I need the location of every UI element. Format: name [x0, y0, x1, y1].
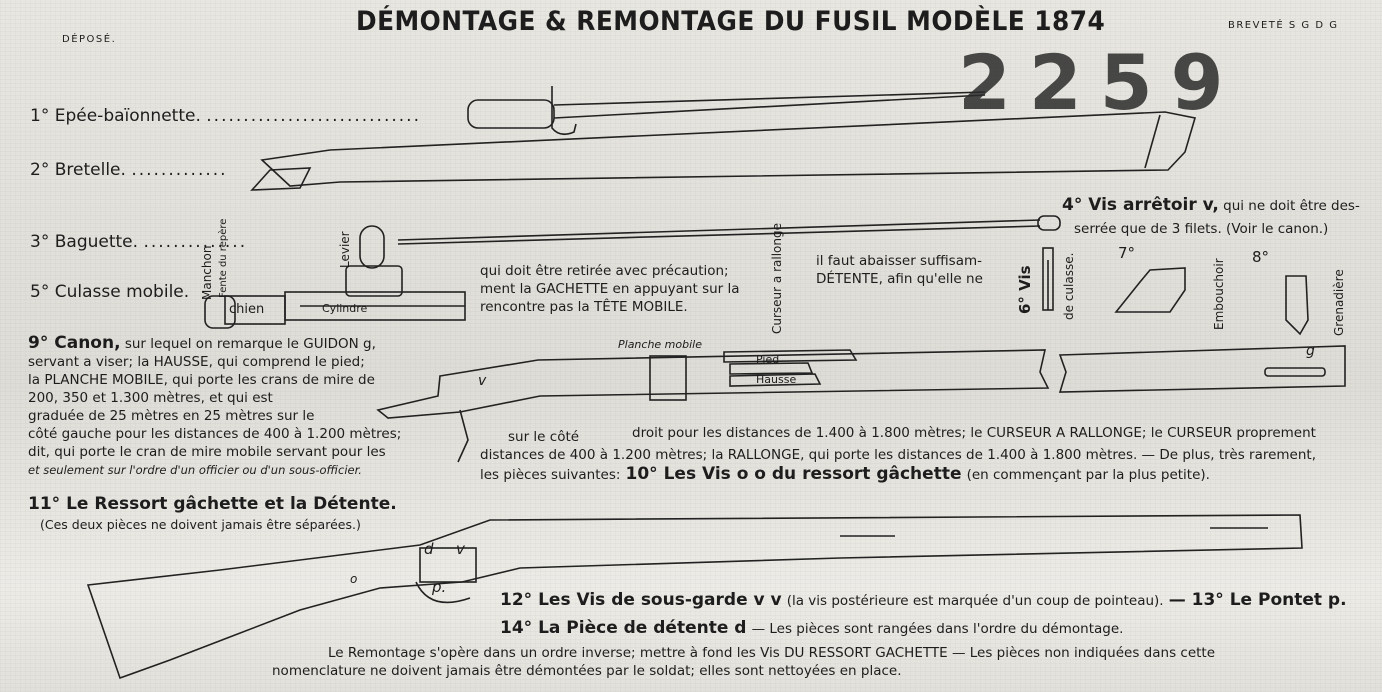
item-5-num: 5° — [30, 282, 50, 302]
item-10: les pièces suivantes: 10° Les Vis o o du… — [480, 464, 1210, 484]
middle-l2: distances de 400 à 1.200 mètres; la RALL… — [480, 447, 1316, 463]
item-5-label: Culasse mobile. — [54, 282, 190, 302]
item-12-label: 12° Les Vis de sous-garde v v — [500, 590, 782, 610]
item-13-label: — 13° Le Pontet p. — [1168, 590, 1347, 610]
item-2: 2° Bretelle. ............. — [30, 160, 228, 180]
item-11-label: 11° Le Ressort gâchette et la Détente. — [28, 494, 397, 514]
culasse-note-l3: rencontre pas la TÊTE MOBILE. — [480, 299, 688, 315]
stock-drawing — [86, 514, 1303, 680]
middle-l1b: droit pour les distances de 1.400 à 1.80… — [632, 425, 1316, 441]
brevete-label: BREVETÉ S G D G — [1228, 20, 1339, 31]
item-5: 5° Culasse mobile. — [30, 282, 189, 302]
culasse-note-l2: ment la GACHETTE en appuyant sur la — [480, 281, 740, 297]
item-7-label: 7° — [1118, 244, 1136, 262]
item-10-suffix: (en commençant par la plus petite). — [966, 467, 1210, 483]
stamp-number: 2259 — [958, 38, 1242, 127]
item-9-l5: graduée de 25 mètres en 25 mètres sur le — [28, 408, 315, 424]
label-pied: Pied — [756, 353, 780, 366]
label-d: d — [424, 540, 434, 558]
item-14-label: 14° La Pièce de détente d — [500, 618, 747, 638]
barrel-drawing — [376, 345, 1346, 463]
remontage-l1: Le Remontage s'opère dans un ordre inver… — [328, 645, 1216, 661]
label-chien: chien — [229, 302, 265, 317]
label-levier: Levier — [338, 231, 352, 268]
label-embouchoir: Embouchoir — [1212, 258, 1226, 330]
detente-note: il faut abaisser suffisam- DÉTENTE, afin… — [816, 252, 983, 288]
item-4-label: 4° Vis arrêtoir v, — [1062, 195, 1219, 215]
label-g: g — [1306, 343, 1315, 359]
item-2-label: Bretelle. — [54, 160, 126, 180]
item-4: 4° Vis arrêtoir v, qui ne doit être des- — [1062, 196, 1360, 215]
item-9-l7: dit, qui porte le cran de mire mobile se… — [28, 444, 386, 460]
sling-drawing — [250, 111, 1197, 191]
item-14-text: — Les pièces sont rangées dans l'ordre d… — [751, 621, 1124, 637]
item-4-text: qui ne doit être des- — [1223, 198, 1360, 214]
item-1-num: 1° — [30, 106, 50, 126]
item-9-l4: 200, 350 et 1.300 mètres, et qui est — [28, 390, 273, 406]
item-3-label: Baguette. — [54, 232, 139, 252]
item-3-num: 3° — [30, 232, 50, 252]
item-11-sub: (Ces deux pièces ne doivent jamais être … — [40, 517, 361, 532]
item-9-l2: servant a viser; la HAUSSE, qui comprend… — [28, 354, 365, 370]
item-12-text: (la vis postérieure est marquée d'un cou… — [786, 593, 1164, 609]
item-9: 9° Canon, sur lequel on remarque le GUID… — [28, 334, 401, 479]
detente-note-l2: DÉTENTE, afin qu'elle ne — [816, 271, 983, 287]
item-6-sub: de culasse. — [1062, 252, 1076, 320]
culasse-note-l1: qui doit être retirée avec précaution; — [480, 263, 729, 279]
page-title: DÉMONTAGE & REMONTAGE DU FUSIL MODÈLE 18… — [356, 6, 1106, 37]
item-14: 14° La Pièce de détente d — Les pièces s… — [500, 618, 1123, 638]
label-planche: Planche mobile — [618, 338, 702, 351]
item-3: 3° Baguette. .............. — [30, 232, 248, 252]
item-12: 12° Les Vis de sous-garde v v (la vis po… — [500, 590, 1347, 610]
remontage-l2: nomenclature ne doivent jamais être démo… — [272, 663, 902, 679]
label-fente: Fente du repère — [218, 218, 229, 298]
middle-l1a: sur le côté — [508, 429, 580, 445]
item-4-text2: serrée que de 3 filets. (Voir le canon.) — [1074, 221, 1329, 237]
item-9-l8: et seulement sur l'ordre d'un officier o… — [28, 463, 362, 477]
label-p: p. — [432, 578, 447, 596]
item-10-prefix: les pièces suivantes: — [480, 467, 621, 483]
item-9-l1: sur lequel on remarque le GUIDON g, — [124, 336, 376, 352]
item-1-label: Epée-baïonnette. — [54, 106, 201, 126]
label-v2: v — [456, 540, 465, 558]
item-9-label: 9° Canon, — [28, 333, 121, 353]
item-8-label: 8° — [1252, 248, 1270, 266]
label-manchon: Manchon — [200, 245, 214, 300]
ramrod-drawing — [397, 215, 1061, 245]
item-9-l6: côté gauche pour les distances de 400 à … — [28, 426, 402, 442]
label-o: o — [350, 572, 358, 586]
depose-label: DÉPOSÉ. — [62, 34, 117, 45]
label-hausse: Hausse — [756, 373, 797, 386]
label-curseur: Curseur a rallonge — [770, 223, 784, 334]
small-parts-drawing — [1042, 247, 1309, 336]
bolt-drawing — [204, 225, 466, 329]
item-6-label: 6° Vis — [1016, 265, 1034, 314]
item-9-l3: la PLANCHE MOBILE, qui porte les crans d… — [28, 372, 375, 388]
item-10-label: 10° Les Vis o o du ressort gâchette — [625, 464, 962, 484]
label-cylindre: Cylindre — [322, 302, 368, 315]
item-1: 1° Epée-baïonnette. ....................… — [30, 106, 421, 126]
culasse-note: qui doit être retirée avec précaution; m… — [480, 262, 740, 316]
label-v: v — [478, 373, 487, 389]
detente-note-l1: il faut abaisser suffisam- — [816, 253, 983, 269]
bayonet-drawing — [467, 86, 986, 136]
item-2-num: 2° — [30, 160, 50, 180]
label-grenadiere: Grenadière — [1332, 269, 1346, 336]
